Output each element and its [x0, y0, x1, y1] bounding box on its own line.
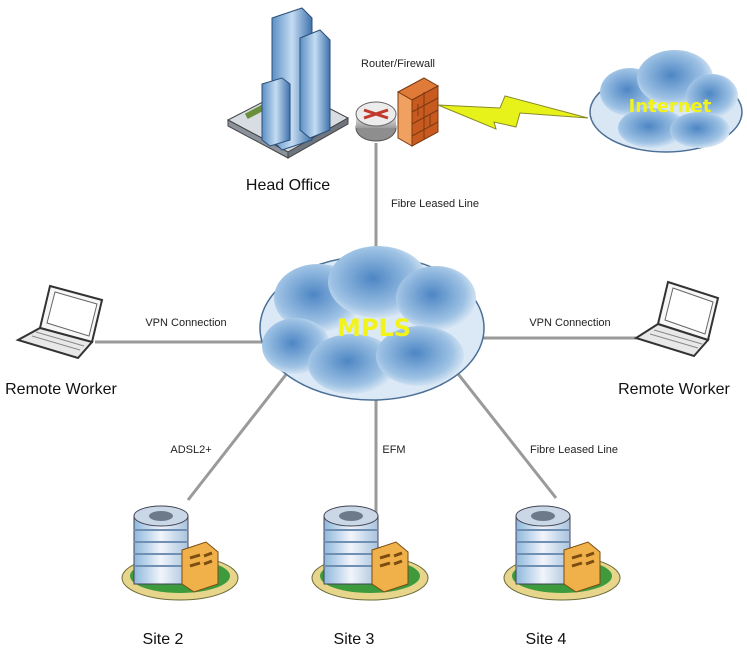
firewall-icon	[396, 77, 440, 147]
router-icon	[355, 101, 397, 142]
remote-worker-left-label: Remote Worker	[5, 381, 117, 398]
internet-cloud-icon	[589, 50, 743, 153]
connection-lines	[95, 143, 640, 515]
site3-building-icon	[311, 505, 429, 601]
mpls-label: MPLS	[337, 314, 411, 342]
link-label-vpn-left: VPN Connection	[145, 317, 226, 329]
head-office-building-icon	[226, 7, 350, 159]
remote-worker-left-laptop-icon	[15, 284, 104, 360]
internet-label: Internet	[629, 96, 712, 117]
site4-building-icon	[503, 505, 621, 601]
site2-label: Site 2	[143, 631, 184, 648]
link-label-vpn-right: VPN Connection	[529, 317, 610, 329]
link-site4	[453, 369, 558, 499]
head-office-label: Head Office	[246, 177, 330, 194]
link-label-site4: Fibre Leased Line	[530, 444, 618, 456]
remote-worker-right-label: Remote Worker	[618, 381, 730, 398]
link-label-site2: ADSL2+	[170, 444, 211, 456]
router-firewall-label: Router/Firewall	[361, 58, 435, 70]
remote-worker-right-laptop-icon	[633, 280, 720, 358]
link-label-head-mpls: Fibre Leased Line	[391, 198, 479, 210]
site3-label: Site 3	[334, 631, 375, 648]
site4-label: Site 4	[526, 631, 567, 648]
mpls-cloud-icon	[259, 246, 485, 401]
link-site2	[186, 371, 290, 501]
link-label-site3: EFM	[382, 444, 405, 456]
lightning-link-icon	[437, 95, 589, 130]
site2-building-icon	[121, 505, 239, 601]
